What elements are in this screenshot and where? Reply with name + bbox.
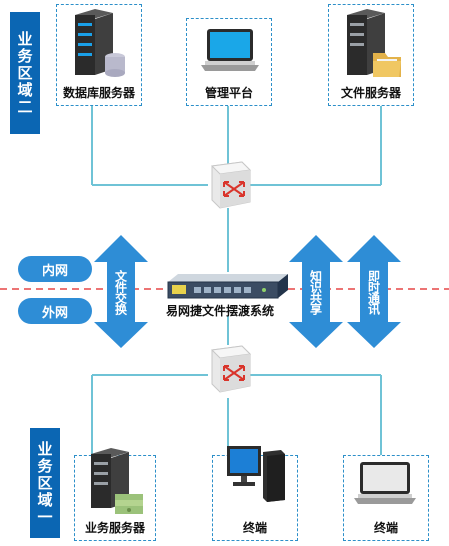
flow-arrows xyxy=(94,235,401,348)
top-connection-lines xyxy=(91,104,382,272)
biz-server-node[interactable]: 业务服务器 xyxy=(74,448,156,541)
file-server-icon xyxy=(347,9,401,77)
top-switch-icon xyxy=(210,161,252,209)
knowledge-share-arrow xyxy=(289,235,343,348)
mgmt-platform-node[interactable]: 管理平台 xyxy=(186,18,272,106)
zone-label-area-one: 业务区域一 xyxy=(30,428,60,538)
zone-label-area-two: 业务区域二 xyxy=(10,12,40,134)
instant-comm-arrow xyxy=(347,235,401,348)
desktop-computer-icon xyxy=(227,446,285,502)
laptop-icon xyxy=(201,29,259,71)
business-server-icon xyxy=(91,448,143,514)
outer-network-badge: 外网 xyxy=(18,298,92,324)
ferry-gateway-icon xyxy=(167,274,288,299)
terminal-node-b[interactable]: 终端 xyxy=(343,455,429,541)
instant-comm-text: 即时通讯 xyxy=(366,270,381,314)
mgmt-platform-label: 管理平台 xyxy=(204,86,253,100)
terminal-node-a[interactable]: 终端 xyxy=(212,446,298,541)
inner-network-badge: 内网 xyxy=(18,256,92,282)
laptop-icon xyxy=(354,462,416,504)
biz-server-label: 业务服务器 xyxy=(84,521,145,535)
database-server-icon xyxy=(75,9,125,77)
db-server-node[interactable]: 数据库服务器 xyxy=(56,4,142,106)
terminal-b-label: 终端 xyxy=(373,521,398,535)
knowledge-share-text: 知识共享 xyxy=(308,270,323,314)
file-server-label: 文件服务器 xyxy=(340,86,401,100)
terminal-a-label: 终端 xyxy=(242,521,267,535)
bottom-switch-icon xyxy=(210,345,252,393)
db-server-label: 数据库服务器 xyxy=(62,86,135,100)
file-exchange-arrow xyxy=(94,235,148,348)
file-server-node[interactable]: 文件服务器 xyxy=(328,4,414,106)
ferry-gateway-caption: 易网捷文件摆渡系统 xyxy=(166,304,275,318)
file-exchange-text: 文件交换 xyxy=(113,270,128,314)
bottom-connection-lines xyxy=(91,316,382,455)
